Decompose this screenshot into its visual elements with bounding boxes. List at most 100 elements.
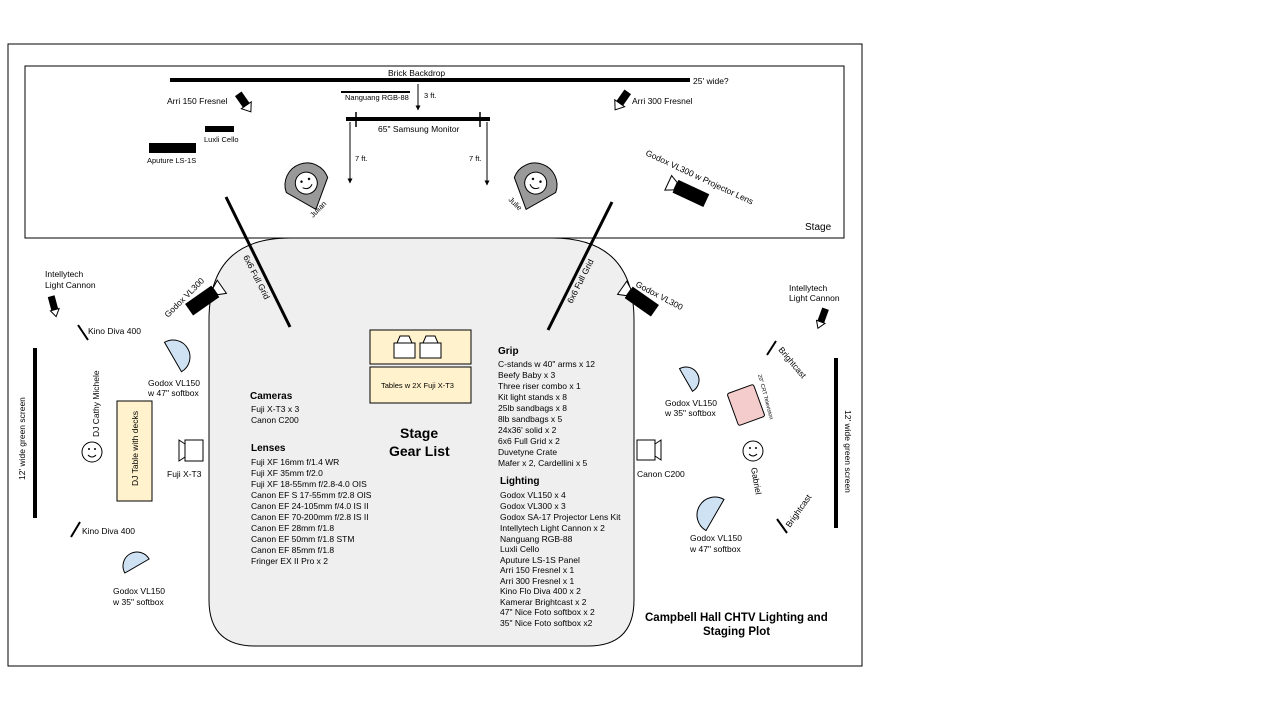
luxli-cello-panel xyxy=(205,126,234,132)
arri150-label: Arri 150 Fresnel xyxy=(167,96,228,106)
talent-julian xyxy=(284,162,329,211)
kino-bottom-label: Kino Diva 400 xyxy=(82,526,135,536)
dist-3ft-label: 3 ft. xyxy=(424,91,437,100)
dj-table xyxy=(116,400,153,502)
light-cannon-left-icon xyxy=(47,295,60,318)
vl150-47-left-label-2: w 47" softbox xyxy=(147,388,199,398)
lighting-item: Arri 150 Fresnel x 1 xyxy=(500,565,574,575)
fuji-camera-icon-1 xyxy=(393,335,416,359)
cameras-heading: Cameras xyxy=(250,391,293,402)
lens-item: Canon EF 24-105mm f/4.0 IS II xyxy=(251,501,369,511)
grip-item: Kit light stands x 8 xyxy=(498,392,567,402)
vl150-35-right-label-1: Godox VL150 xyxy=(665,398,717,408)
lighting-list: Godox VL150 x 4 Godox VL300 x 3 Godox SA… xyxy=(500,490,621,628)
grip-item: Mafer x 2, Cardellini x 5 xyxy=(498,458,588,468)
gear-title-line1: Stage xyxy=(400,425,438,441)
lighting-item: Godox VL150 x 4 xyxy=(500,490,566,500)
godox-vl300-left-icon xyxy=(185,279,228,316)
grip-heading: Grip xyxy=(498,346,519,357)
softbox-vl150-47-left xyxy=(163,339,191,373)
vl150-47-left-label-1: Godox VL150 xyxy=(148,378,200,388)
aputure-label: Aputure LS-1S xyxy=(147,156,196,165)
lighting-item: Aputure LS-1S Panel xyxy=(500,555,580,565)
dj-table-label: DJ Table with decks xyxy=(130,411,140,486)
vl150-35-left-label-2: w 35" softbox xyxy=(112,597,164,607)
lighting-item: Nanguang RGB-88 xyxy=(500,534,573,544)
lens-item: Canon EF 50mm f/1.8 STM xyxy=(251,534,354,544)
grip-item: 6x6 Full Grid x 2 xyxy=(498,436,560,446)
green-screen-right-label: 12' wide green screen xyxy=(843,410,853,493)
fuji-camera-icon-2 xyxy=(419,335,442,359)
camera-item: Canon C200 xyxy=(251,415,299,425)
kino-diva-bottom xyxy=(70,521,81,538)
camera-canon-right-icon xyxy=(636,439,662,461)
light-cannon-right-label-1: Intellytech xyxy=(789,283,828,293)
kino-top-label: Kino Diva 400 xyxy=(88,326,141,336)
lighting-item: 35" Nice Foto softbox x2 xyxy=(500,618,593,628)
gear-title-line2: Gear List xyxy=(389,443,450,459)
camera-fuji-left-label: Fuji X-T3 xyxy=(167,469,202,479)
lighting-heading: Lighting xyxy=(500,476,539,487)
lighting-item: Arri 300 Fresnel x 1 xyxy=(500,576,574,586)
light-cannon-left-label-2: Light Cannon xyxy=(45,280,96,290)
grip-item: Duvetyne Crate xyxy=(498,447,557,457)
camera-table-bottom xyxy=(369,366,472,404)
vl150-35-right-label-2: w 35" softbox xyxy=(664,408,716,418)
lens-item: Fringer EX II Pro x 2 xyxy=(251,556,328,566)
light-cannon-right-icon xyxy=(815,307,829,330)
vl150-47-right-label-2: w 47" softbox xyxy=(689,544,741,554)
lighting-item: Godox VL300 x 3 xyxy=(500,501,566,511)
lighting-item: Intellytech Light Cannon x 2 xyxy=(500,523,605,533)
lens-item: Canon EF 70-200mm f/2.8 IS II xyxy=(251,512,369,522)
camera-fuji-left-icon xyxy=(178,439,204,462)
grip-item: Beefy Baby x 3 xyxy=(498,370,555,380)
crt-television xyxy=(727,384,765,426)
godox-vl300-right-icon xyxy=(616,280,659,317)
light-cannon-left-label-1: Intellytech xyxy=(45,269,84,279)
dist-7ft-right-label: 7 ft. xyxy=(469,154,482,163)
grip-item: 24x36' solid x 2 xyxy=(498,425,557,435)
godox-projector-light-icon xyxy=(664,174,710,207)
lighting-item: Kamerar Brightcast x 2 xyxy=(500,597,587,607)
dj-name-label: DJ Cathy Michele xyxy=(91,370,101,437)
gear-list-area xyxy=(208,237,635,647)
lenses-list: Fuji XF 16mm f/1.4 WR Fuji XF 35mm f/2.0… xyxy=(251,457,372,566)
arri300-fresnel-icon xyxy=(614,89,632,111)
luxli-label: Luxli Cello xyxy=(204,135,239,144)
softbox-vl150-35-right xyxy=(678,366,700,392)
stage-label: Stage xyxy=(805,222,832,233)
softbox-vl150-35-left xyxy=(122,551,150,574)
lens-item: Fuji XF 16mm f/1.4 WR xyxy=(251,457,339,467)
grid-right xyxy=(546,201,614,331)
vl150-47-right-label-1: Godox VL150 xyxy=(690,533,742,543)
plot-title-line2: Staging Plot xyxy=(703,626,770,638)
arri300-label: Arri 300 Fresnel xyxy=(632,96,693,106)
vl150-35-left-label-1: Godox VL150 xyxy=(113,586,165,596)
lens-item: Canon EF 28mm f/1.8 xyxy=(251,523,334,533)
lenses-heading: Lenses xyxy=(251,443,286,454)
lighting-item: Kino Flo Diva 400 x 2 xyxy=(500,586,581,596)
dist-7ft-left-label: 7 ft. xyxy=(355,154,368,163)
kino-diva-top xyxy=(77,324,89,341)
lens-item: Canon EF 85mm f/1.8 xyxy=(251,545,334,555)
talent-gabriel-icon xyxy=(742,440,764,462)
tables-label: Tables w 2X Fuji X-T3 xyxy=(381,381,454,390)
grip-item: C-stands w 40" arms x 12 xyxy=(498,359,595,369)
grid-left xyxy=(224,196,292,328)
lens-item: Canon EF S 17-55mm f/2.8 OIS xyxy=(251,490,372,500)
talent-julie xyxy=(513,162,558,211)
brightcast-top xyxy=(766,340,777,356)
lens-item: Fuji XF 18-55mm f/2.8-4.0 OIS xyxy=(251,479,367,489)
lighting-item: 47" Nice Foto softbox x 2 xyxy=(500,607,595,617)
backdrop-width-label: 25' wide? xyxy=(693,76,729,86)
grip-item: 8lb sandbags x 5 xyxy=(498,414,563,424)
monitor-label: 65" Samsung Monitor xyxy=(378,124,460,134)
nanguang-label: Nanguang RGB-88 xyxy=(345,93,409,102)
cameras-list: Fuji X-T3 x 3 Canon C200 xyxy=(251,404,299,425)
brightcast-bottom xyxy=(776,518,788,534)
lighting-item: Godox SA-17 Projector Lens Kit xyxy=(500,512,621,522)
dj-talent-icon xyxy=(81,441,103,463)
gabriel-label: Gabriel xyxy=(749,467,764,496)
plot-title-line1: Campbell Hall CHTV Lighting and xyxy=(645,612,828,624)
